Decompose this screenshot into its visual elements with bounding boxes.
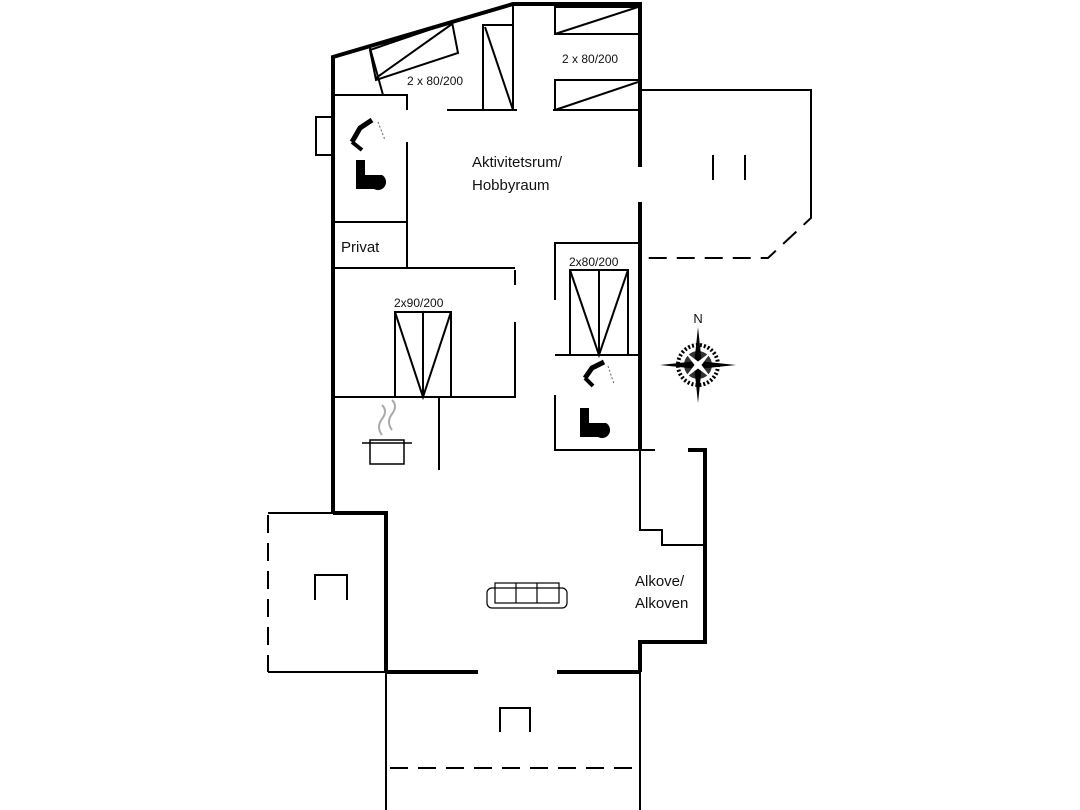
walls	[267, 2, 812, 810]
sofa-icon	[486, 582, 568, 609]
room-label-activity-line1: Aktivitetsrum/	[472, 154, 563, 171]
cooking-pot-icon	[362, 399, 412, 465]
room-label-private: Privat	[341, 239, 380, 256]
room-label-alcove-line1: Alkove/	[635, 573, 685, 590]
beds	[368, 6, 641, 401]
room-label-activity-line2: Hobbyraum	[472, 177, 550, 194]
bed-label-top-left: 2 x 80/200	[407, 74, 463, 88]
room-label-alcove-line2: Alkoven	[635, 595, 688, 612]
bed-label-middle-left: 2x90/200	[394, 296, 444, 310]
compass-north-label: N	[693, 311, 702, 326]
compass-rose-icon: N	[660, 311, 736, 403]
bed-label-middle-right: 2x80/200	[569, 255, 619, 269]
labels: Aktivitetsrum/ Hobbyraum Privat Alkove/ …	[341, 52, 688, 612]
toilet-icon	[356, 160, 611, 439]
shower-icon	[349, 117, 615, 388]
bed-label-top-right: 2 x 80/200	[562, 52, 618, 66]
